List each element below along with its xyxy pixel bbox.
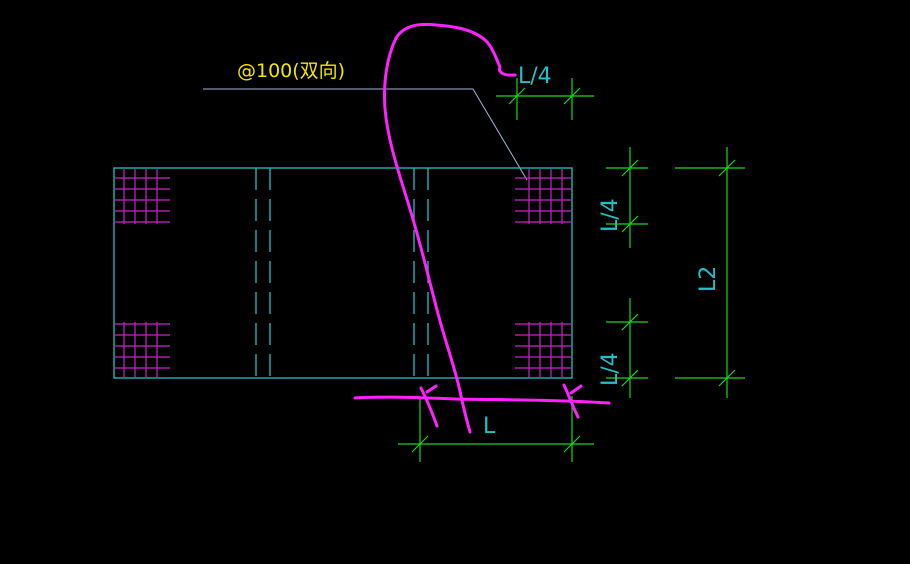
note-label: @100(双向)	[237, 60, 345, 82]
rebar-mesh-bottom-right	[515, 322, 571, 377]
rebar-mesh-top-right	[515, 169, 571, 224]
dimension-top	[496, 78, 594, 120]
dimension-right-upper-label: L/4	[598, 198, 623, 232]
markup-annotation	[353, 22, 611, 434]
dashed-column-left	[255, 168, 271, 378]
dimension-overall-label: L2	[696, 266, 721, 292]
rebar-mesh-bottom-left	[115, 322, 170, 377]
dimension-top-label: L/4	[518, 64, 552, 89]
note-leader	[203, 88, 528, 181]
dimension-right-chain	[606, 147, 648, 398]
member-outline	[113, 167, 573, 379]
dimension-overall	[675, 147, 745, 398]
rebar-mesh-top-left	[115, 169, 170, 224]
dimension-right-lower-label: L/4	[598, 352, 623, 386]
dimension-bottom-label: L	[483, 414, 496, 439]
